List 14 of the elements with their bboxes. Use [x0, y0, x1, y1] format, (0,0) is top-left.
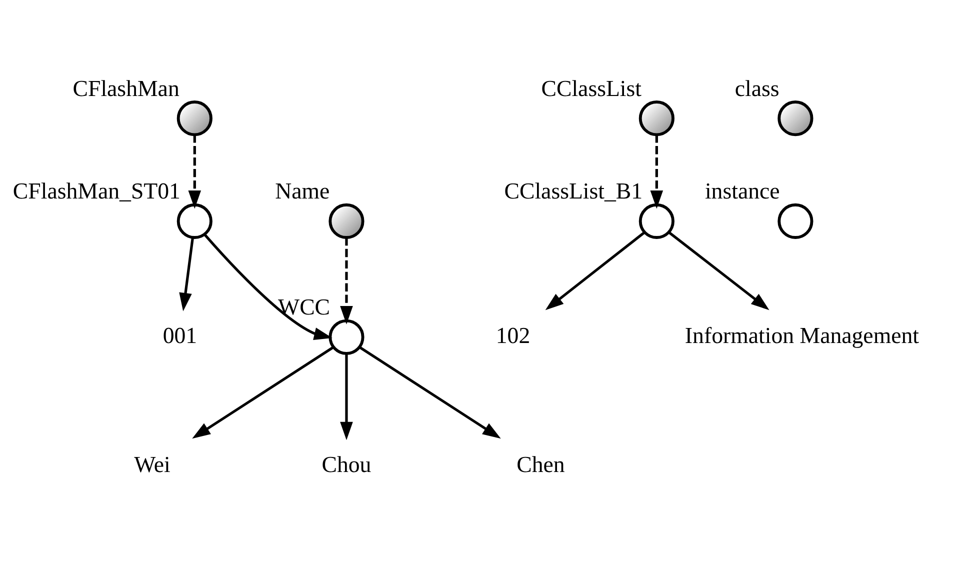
node-label: CFlashMan [72, 75, 180, 100]
node-text: 001 [162, 322, 198, 348]
node-label: instance [704, 178, 780, 204]
node-text: Chen [516, 452, 565, 477]
node-text: Information Management [684, 322, 920, 348]
node-label: Name [275, 178, 330, 204]
node-label: CClassList [541, 75, 642, 100]
node-text: Chou [322, 452, 372, 477]
node-label: CFlashMan_ST01 [12, 178, 180, 204]
node-label: WCC [278, 294, 330, 320]
node-text: Wei [134, 452, 170, 477]
node-label: CClassList_B1 [504, 178, 643, 204]
node-label: class [734, 75, 780, 100]
node-text: 102 [496, 322, 530, 348]
